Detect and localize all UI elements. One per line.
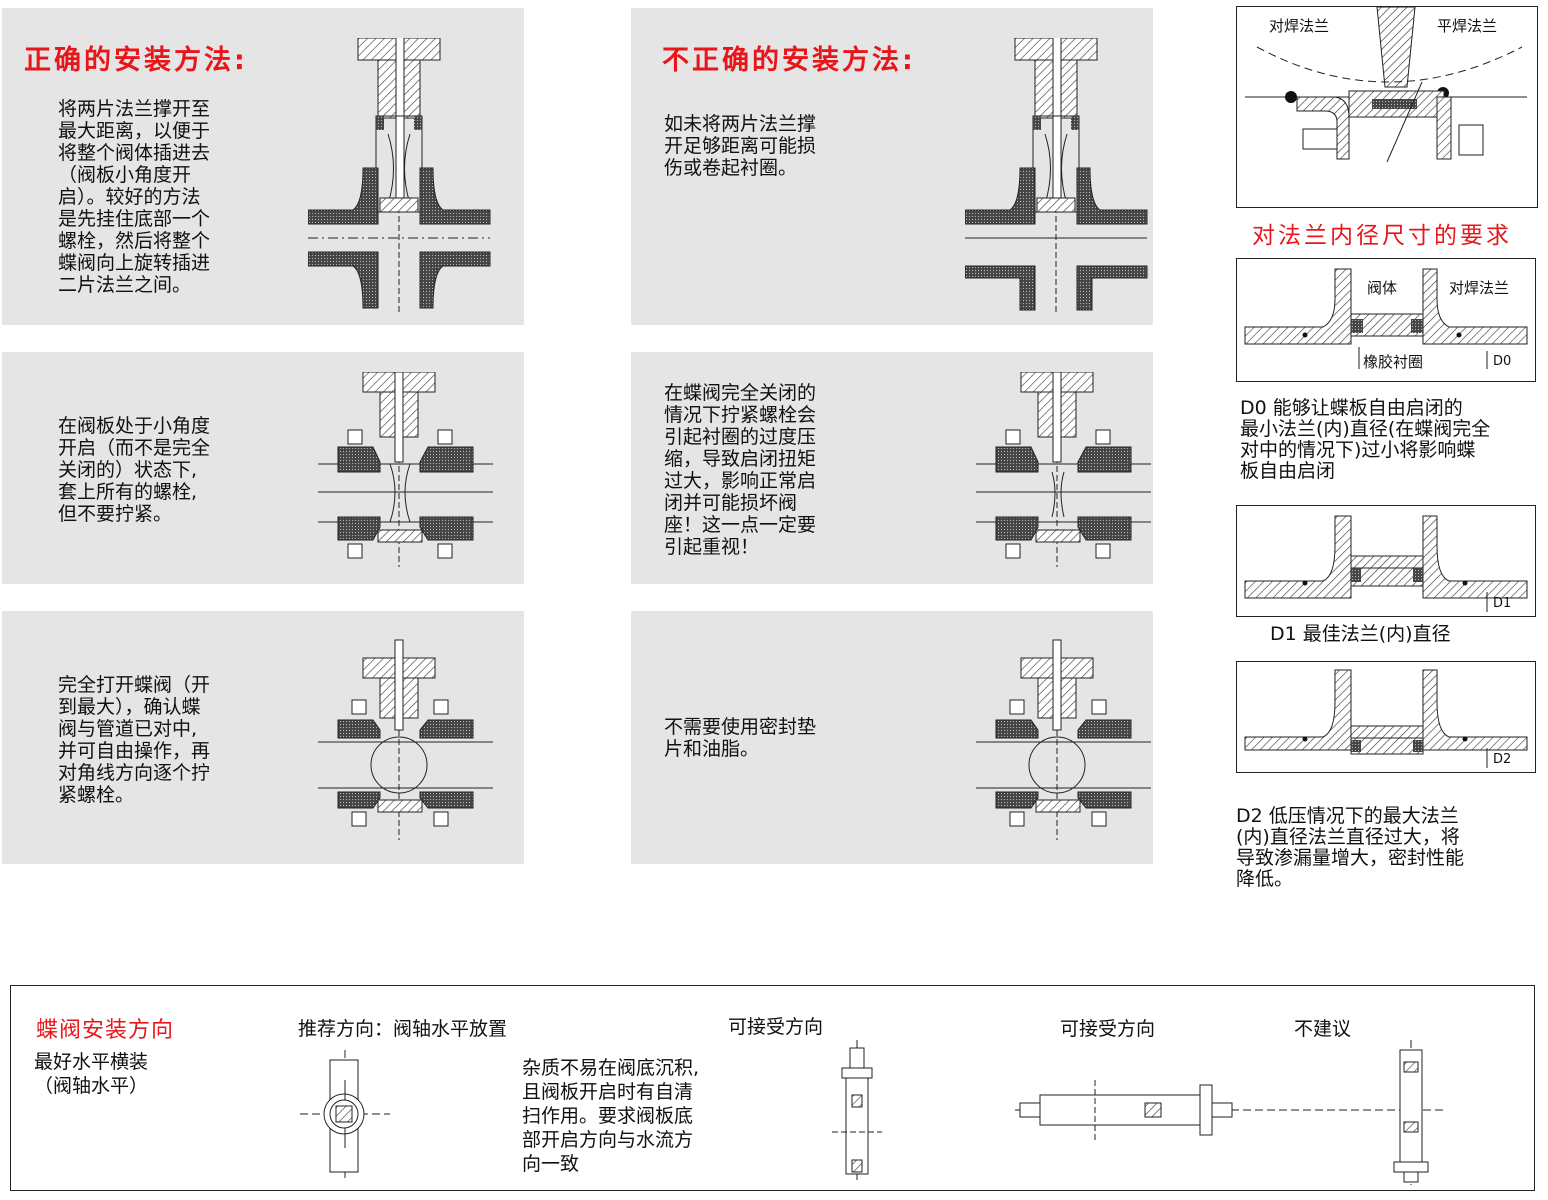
incorrect-text-1: 如未将两片法兰撑 开足够距离可能损 伤或卷起衬圈。	[664, 113, 817, 179]
note-d1: D1 最佳法兰(内)直径	[1270, 623, 1451, 645]
valve-not-recommended-icon	[1393, 1040, 1429, 1185]
valve-recommended-icon	[300, 1050, 390, 1180]
valve-acceptable-vertical-icon	[832, 1040, 882, 1180]
acceptable-label-1: 可接受方向	[728, 1016, 824, 1038]
incorrect-panel-3	[631, 611, 1153, 864]
correct-text-3: 完全打开蝶阀（开 到最大），确认蝶 阀与管道已对中, 并可自由操作，再 对角线方…	[58, 674, 211, 806]
label-d0: D0	[1493, 354, 1512, 369]
install-direction-subtitle: 最好水平横装 （阀轴水平）	[34, 1051, 149, 1097]
label-rubber-liner: 橡胶衬圈	[1363, 353, 1424, 371]
acceptable-label-2: 可接受方向	[1060, 1018, 1156, 1040]
d2-box: D2	[1236, 661, 1536, 773]
incorrect-title: 不正确的安装方法:	[662, 45, 916, 76]
recommended-label: 推荐方向：阀轴水平放置	[298, 1018, 508, 1040]
d1-box: D1	[1236, 505, 1536, 617]
correct-text-1: 将两片法兰撑开至 最大距离，以便于 将整个阀体插进去 （阀板小角度开 启）。较好…	[58, 98, 211, 296]
install-direction-box	[10, 985, 1535, 1191]
d0-box: 阀体 对焊法兰 橡胶衬圈 D0	[1236, 258, 1536, 382]
label-d2: D2	[1493, 752, 1512, 767]
valve-diagram-correct-1	[308, 38, 491, 313]
label-slip-on-flange: 平焊法兰	[1437, 17, 1498, 35]
recommended-note: 杂质不易在阀底沉积, 且阀板开启时有自清 扫作用。要求阀板底 部开启方向与水流方…	[522, 1057, 700, 1175]
install-direction-title: 蝶阀安装方向	[36, 1018, 175, 1043]
note-d2: D2 低压情况下的最大法兰 (内)直径法兰直径过大，将 导致渗漏量增大，密封性能…	[1236, 805, 1465, 890]
valve-diagram-incorrect-3	[976, 639, 1151, 840]
note-d0: D0 能够让蝶板自由启闭的 最小法兰(内)直径(在蝶阀完全 对中的情况下)过小将…	[1240, 397, 1491, 482]
label-d1: D1	[1493, 596, 1512, 611]
valve-diagram-incorrect-1	[965, 38, 1148, 313]
valve-diagram-incorrect-2	[976, 372, 1151, 567]
incorrect-text-2: 在蝶阀完全关闭的 情况下拧紧螺栓会 引起衬圈的过度压 缩，导致启闭扭矩 过大，影…	[664, 382, 817, 558]
valve-diagram-correct-2	[318, 372, 493, 567]
valve-diagram-correct-3	[318, 639, 493, 840]
not-recommended-label: 不建议	[1294, 1018, 1352, 1040]
correct-title: 正确的安装方法:	[24, 45, 248, 76]
requirement-title: 对法兰内径尺寸的要求	[1252, 223, 1512, 249]
label-weld-neck-flange: 对焊法兰	[1269, 17, 1330, 35]
correct-text-2: 在阀板处于小角度 开启（而不是完全 关闭的）状态下, 套上所有的螺栓, 但不要拧…	[58, 415, 211, 525]
incorrect-text-3: 不需要使用密封垫 片和油脂。	[664, 716, 817, 760]
flange-type-box: 对焊法兰 平焊法兰	[1236, 6, 1538, 208]
label-valve-body: 阀体	[1367, 279, 1398, 297]
label-weld-flange: 对焊法兰	[1449, 279, 1510, 297]
valve-acceptable-horizontal-icon	[1015, 1080, 1445, 1140]
